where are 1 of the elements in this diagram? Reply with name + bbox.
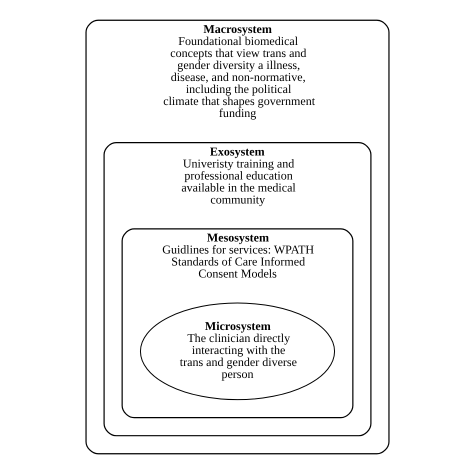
node-ellipse: Microsystem The clinician directly interacting with the trans and gender diverse person: [139, 302, 335, 400]
